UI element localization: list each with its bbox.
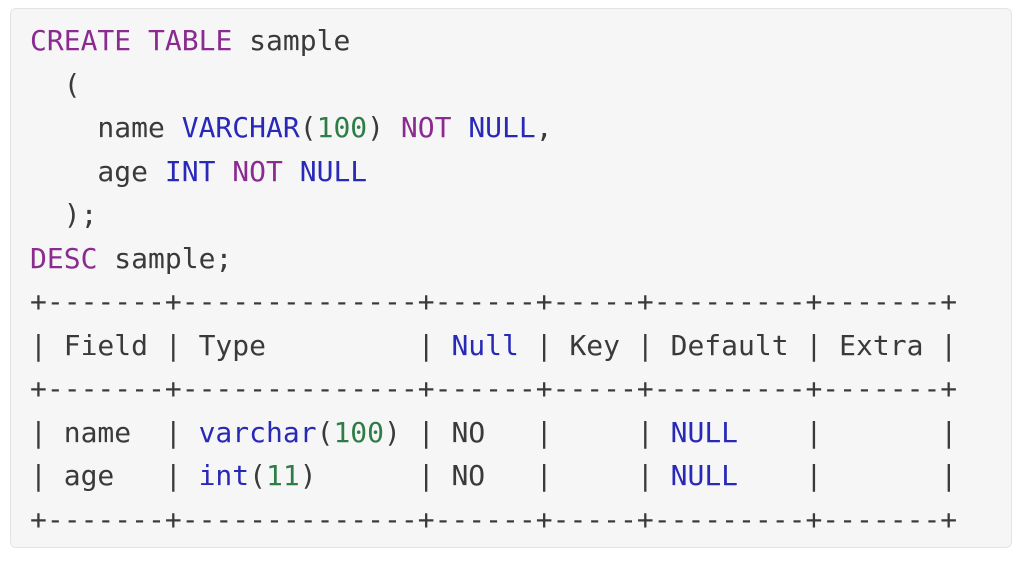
code-token: Null xyxy=(451,328,519,362)
code-token: ( xyxy=(249,459,267,492)
code-token: +-------+--------------+------+-----+---… xyxy=(30,285,958,318)
code-token: +-------+--------------+------+-----+---… xyxy=(30,502,958,536)
code-block: CREATE TABLE sample ( name VARCHAR(100) … xyxy=(30,19,992,541)
code-token xyxy=(283,155,300,188)
code-line: | age | int(11) | NO | | NULL | | xyxy=(30,454,992,498)
code-token: | | xyxy=(738,459,958,492)
code-token: DESC xyxy=(30,241,98,275)
code-token: sample xyxy=(232,24,351,57)
code-token: | Field | Type | xyxy=(30,328,452,362)
code-token: | age | xyxy=(30,459,199,492)
code-token: NOT xyxy=(232,154,283,188)
code-line: CREATE TABLE sample xyxy=(30,19,992,63)
code-token: | Key | Default | Extra | xyxy=(518,328,958,362)
code-line: ( xyxy=(30,63,992,107)
code-line: | Field | Type | Null | Key | Default | … xyxy=(30,324,992,368)
code-token: NULL xyxy=(670,415,739,449)
code-token: CREATE xyxy=(30,24,132,57)
code-token: INT xyxy=(164,154,216,188)
code-block-panel: CREATE TABLE sample ( name VARCHAR(100) … xyxy=(10,8,1012,548)
code-token: varchar xyxy=(198,415,317,449)
code-line: ); xyxy=(30,193,992,237)
code-line: | name | varchar(100) | NO | | NULL | | xyxy=(30,411,992,455)
code-token: VARCHAR xyxy=(181,111,300,144)
code-token: | | xyxy=(738,415,958,449)
code-token: NULL xyxy=(299,154,368,188)
code-token: ( xyxy=(30,67,81,101)
code-token: , xyxy=(535,111,553,144)
code-token xyxy=(131,24,148,57)
code-token: ) xyxy=(367,111,401,144)
code-token: age xyxy=(30,154,165,188)
code-token xyxy=(215,155,232,188)
code-token: 11 xyxy=(266,459,300,492)
code-token xyxy=(451,111,468,144)
code-line: name VARCHAR(100) NOT NULL, xyxy=(30,106,992,150)
code-token: NULL xyxy=(670,459,739,492)
code-token: ( xyxy=(299,111,317,144)
code-token: ( xyxy=(316,415,334,449)
code-token: sample; xyxy=(97,241,233,275)
code-token: | name | xyxy=(30,415,199,449)
code-token: 100 xyxy=(316,111,368,144)
code-token: 100 xyxy=(333,415,385,449)
code-token: ) | NO | | xyxy=(299,459,671,492)
code-token: +-------+--------------+------+-----+---… xyxy=(30,372,958,405)
code-line: +-------+--------------+------+-----+---… xyxy=(30,498,992,542)
code-token: NULL xyxy=(468,111,536,144)
code-line: +-------+--------------+------+-----+---… xyxy=(30,367,992,411)
code-line: DESC sample; xyxy=(30,237,992,281)
code-token: NOT xyxy=(400,111,452,144)
code-token: TABLE xyxy=(148,24,233,57)
code-token: ) | NO | | xyxy=(384,415,671,449)
code-token: int xyxy=(198,459,250,492)
code-line: age INT NOT NULL xyxy=(30,150,992,194)
code-line: +-------+--------------+------+-----+---… xyxy=(30,280,992,324)
code-token: ); xyxy=(30,198,98,231)
code-token: name xyxy=(30,111,182,144)
